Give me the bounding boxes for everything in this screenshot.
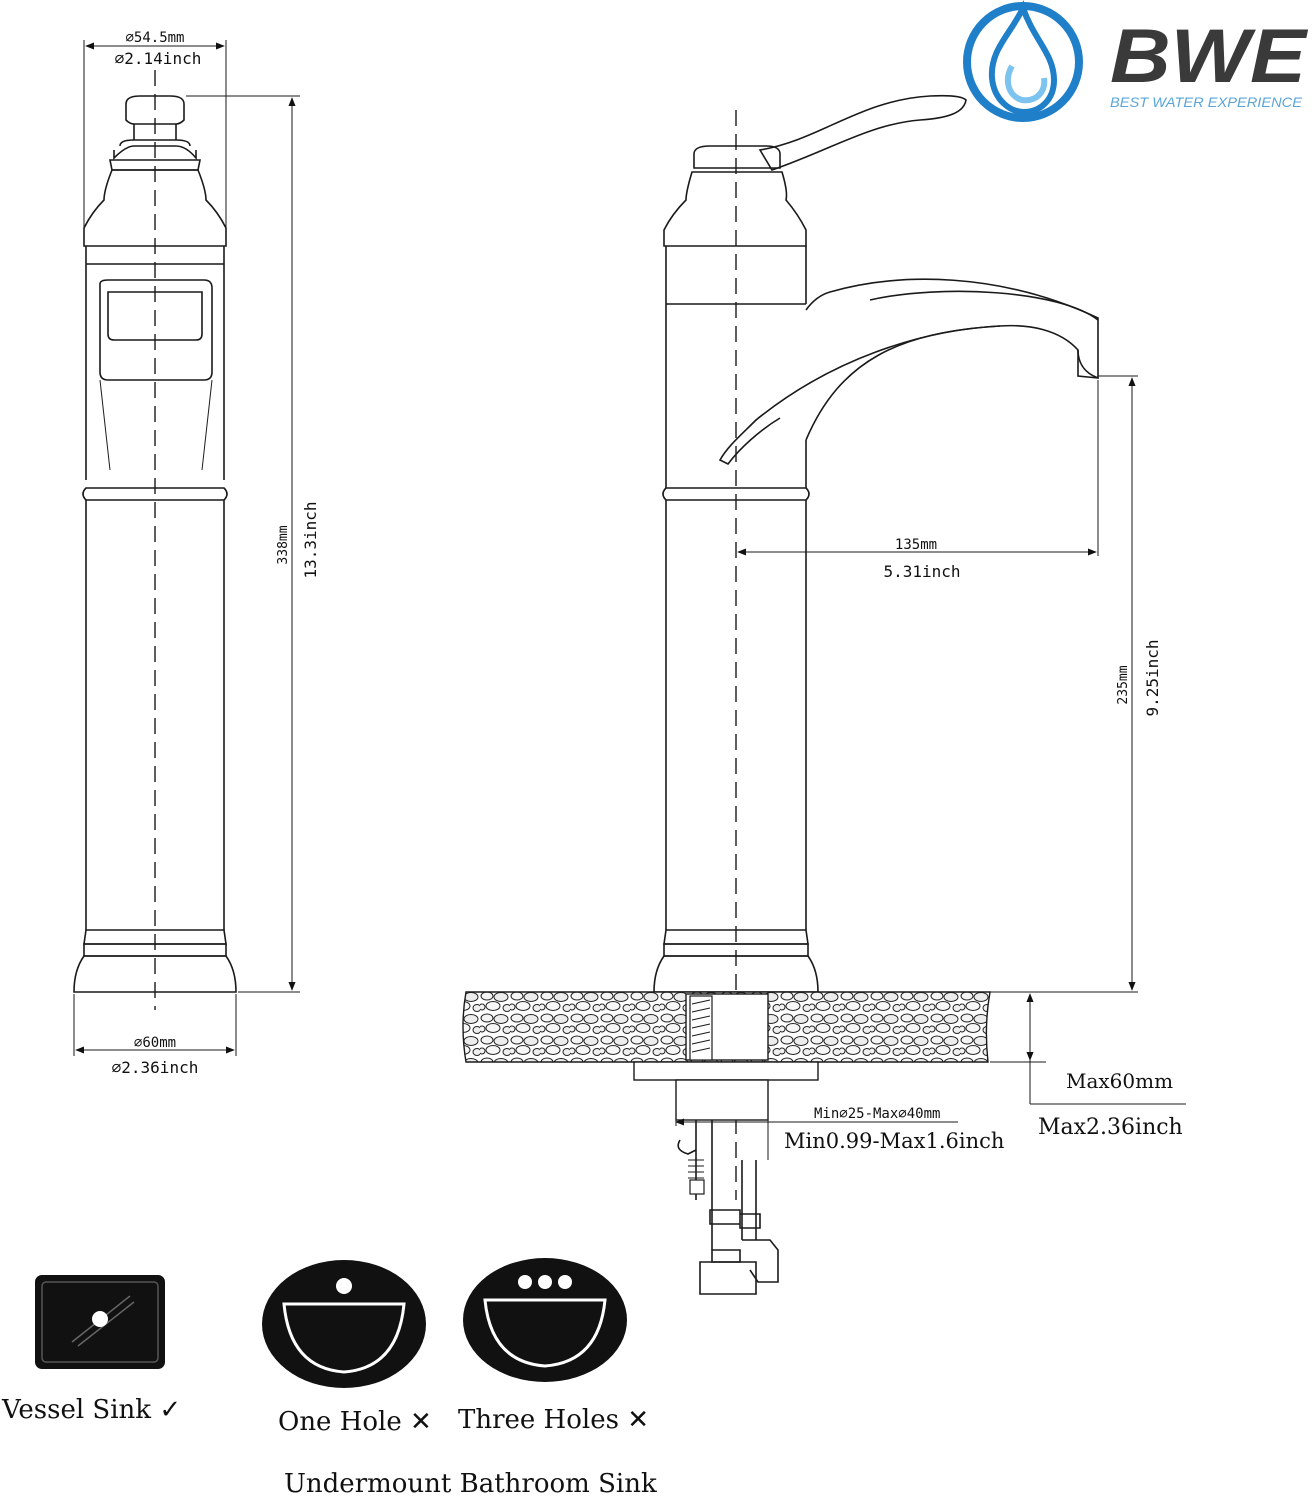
front-view: ⌀54.5mm ⌀2.14inch 338mm 13.3inch ⌀60mm ⌀… <box>73 30 320 1077</box>
deck-max-mm: Max60mm <box>1066 1069 1173 1093</box>
vessel-sink-icon <box>35 1275 165 1369</box>
brand-tagline: BEST WATER EXPERIENCE <box>1110 94 1303 110</box>
brand-name: BWE <box>1110 14 1309 99</box>
three-hole-sink-icon <box>463 1258 627 1382</box>
base-diameter-inch: ⌀2.36inch <box>112 1058 199 1077</box>
top-diameter-mm: ⌀54.5mm <box>125 30 184 46</box>
brand-logo: BWE BEST WATER EXPERIENCE <box>963 0 1309 122</box>
deck-max-inch: Max2.36inch <box>1038 1115 1183 1140</box>
one-hole-sink-icon <box>262 1260 426 1388</box>
reach-mm: 135mm <box>895 537 937 553</box>
undermount-label: Undermount Bathroom Sink <box>284 1469 657 1499</box>
side-view: 135mm 5.31inch 235mm 9.25inch Max60mm Ma… <box>462 94 1186 1295</box>
vessel-sink-label: Vessel Sink ✓ <box>1 1395 181 1425</box>
hole-size-inch: Min0.99-Max1.6inch <box>784 1129 1004 1153</box>
total-height-inch: 13.3inch <box>301 501 320 578</box>
three-holes-label: Three Holes ✕ <box>458 1405 649 1435</box>
spout-height-mm: 235mm <box>1116 665 1131 704</box>
top-diameter-inch: ⌀2.14inch <box>115 49 202 68</box>
base-diameter-mm: ⌀60mm <box>134 1035 176 1051</box>
one-hole-label: One Hole ✕ <box>278 1407 432 1437</box>
reach-inch: 5.31inch <box>883 562 960 581</box>
total-height-mm: 338mm <box>276 525 291 564</box>
spout-height-inch: 9.25inch <box>1143 639 1162 716</box>
hole-size-mm: Min⌀25-Max⌀40mm <box>814 1106 940 1122</box>
